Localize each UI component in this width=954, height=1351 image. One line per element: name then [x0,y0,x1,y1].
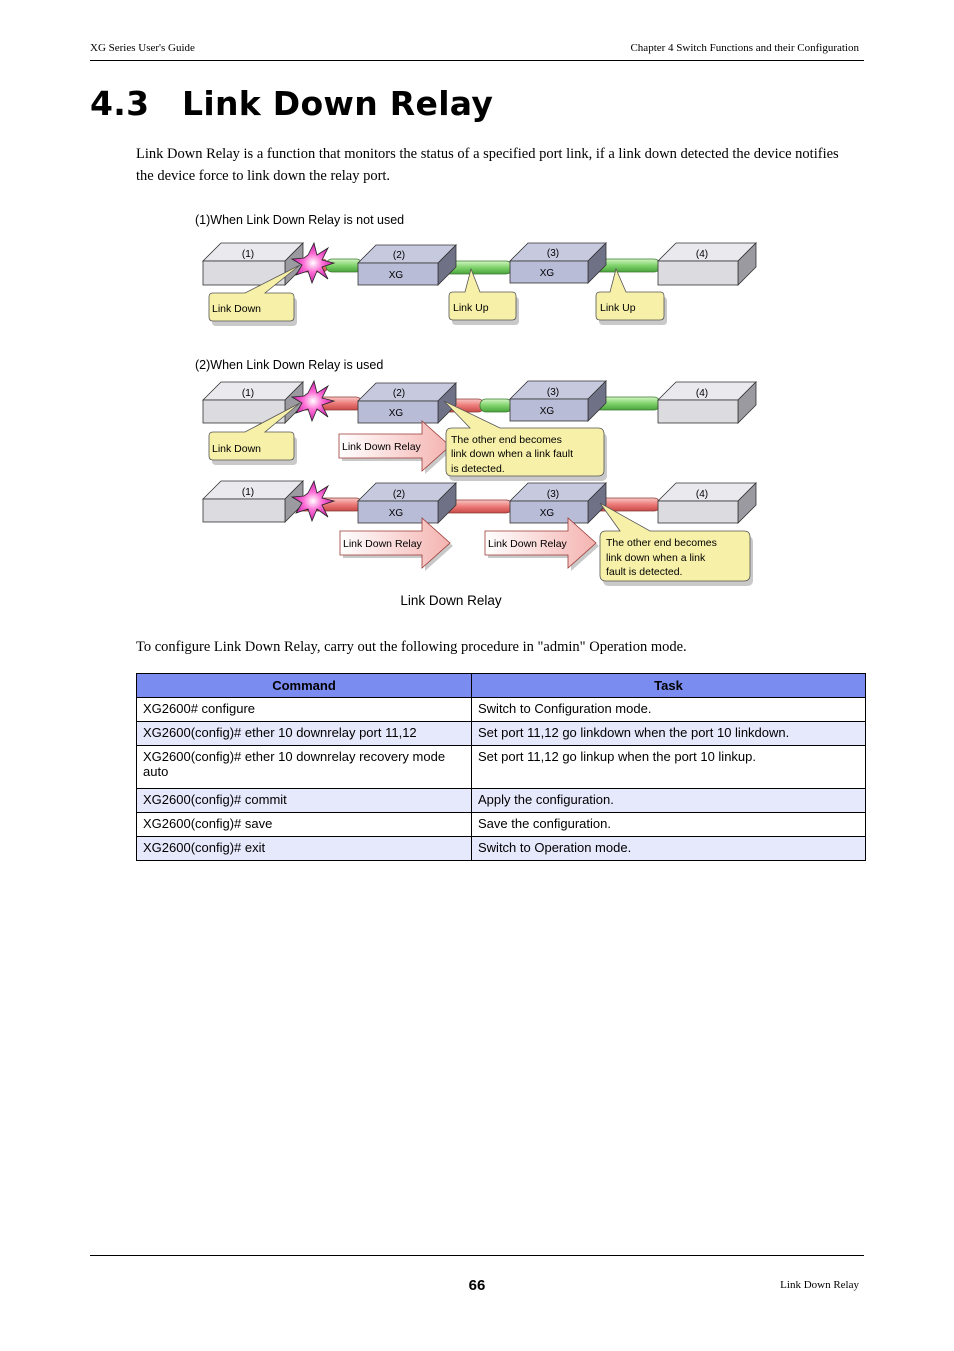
page-number: 66 [468,1277,486,1294]
s2-fault-burst-icon [290,379,336,423]
section-title-text: Link Down Relay [182,84,494,123]
svg-text:Link Down Relay: Link Down Relay [488,538,568,550]
s2-link-2-3-up [479,398,513,413]
svg-text:is detected.: is detected. [451,463,505,475]
figure-caption: Link Down Relay [400,593,502,608]
task-cell: Set port 11,12 go linkdown when the port… [471,721,866,746]
s1-device-1: (1) [202,242,304,286]
svg-text:XG: XG [389,508,404,519]
column-header-task: Task [471,673,866,698]
svg-text:(2): (2) [393,250,405,261]
svg-text:Link Up: Link Up [453,302,489,314]
s1-callout-link-up-a: Link Up [448,267,519,325]
s1-device-4: (4) [657,242,757,286]
svg-text:XG: XG [540,406,555,417]
svg-text:The other end becomes: The other end becomes [606,537,717,549]
s3-callout-other-end: The other end becomes link down when a l… [599,502,753,586]
s1-xg-switch-3: (3) XG [509,242,607,284]
scenario1-label: (1)When Link Down Relay is not used [195,213,404,227]
link-down-relay-figure: (1)When Link Down Relay is not used (1) … [180,205,780,615]
svg-text:(2): (2) [393,489,405,500]
svg-text:fault is detected.: fault is detected. [606,566,682,578]
section-title: 4.3 Link Down Relay [90,84,493,123]
s2-device-1: (1) [202,381,304,424]
s2-callout-other-end: The other end becomes link down when a l… [443,400,607,481]
table-row: XG2600(config)# ether 10 downrelay port … [136,721,866,746]
intro-paragraph: Link Down Relay is a function that monit… [136,146,839,184]
s2-device-4: (4) [657,381,757,424]
running-footer-right: Link Down Relay [780,1279,859,1291]
table-row: XG2600# configure Switch to Configuratio… [136,697,866,722]
s1-fault-burst-icon [290,241,336,285]
s1-xg-switch-2: (2) XG [357,244,457,286]
svg-text:(4): (4) [696,249,708,260]
table-row: XG2600(config)# ether 10 downrelay recov… [136,745,866,789]
svg-text:Link Down: Link Down [212,303,261,315]
s2-callout-link-down: Link Down [208,402,301,465]
command-cell: XG2600(config)# commit [136,788,472,813]
task-cell: Apply the configuration. [471,788,866,813]
s1-callout-link-up-b: Link Up [595,267,667,325]
svg-text:XG: XG [540,268,555,279]
procedure-paragraph: To configure Link Down Relay, carry out … [136,639,687,655]
svg-text:(3): (3) [547,248,559,259]
s2-relay-arrow: Link Down Relay [338,420,453,474]
table-header-row: Command Task [136,673,866,698]
footer-rule [90,1255,864,1256]
svg-text:Link Up: Link Up [600,302,636,314]
command-cell: XG2600(config)# save [136,812,472,837]
running-header-right: Chapter 4 Switch Functions and their Con… [630,42,859,54]
svg-text:(4): (4) [696,388,708,399]
svg-text:XG: XG [389,270,404,281]
s3-device-1: (1) [202,480,304,523]
svg-text:XG: XG [389,408,404,419]
command-cell: XG2600(config)# ether 10 downrelay recov… [136,745,472,789]
s3-xg-switch-3: (3) XG [509,482,607,524]
command-cell: XG2600(config)# exit [136,836,472,861]
s3-relay-arrow-2: Link Down Relay [484,517,599,571]
s3-relay-arrow-1: Link Down Relay [339,517,453,571]
svg-text:Link Down: Link Down [212,443,261,455]
svg-text:(4): (4) [696,489,708,500]
task-cell: Save the configuration. [471,812,866,837]
svg-text:(3): (3) [547,387,559,398]
running-header-left: XG Series User's Guide [90,42,195,54]
svg-text:(1): (1) [242,388,254,399]
svg-text:link down when a link: link down when a link [606,552,706,564]
s3-xg-switch-2: (2) XG [357,482,457,524]
s3-fault-burst-icon [290,479,336,523]
s1-callout-link-down: Link Down [208,264,301,326]
table-row: XG2600(config)# save Save the configurat… [136,812,866,837]
s2-xg-switch-2: (2) XG [357,382,457,424]
s1-link-1-2-up [325,258,363,273]
svg-text:link down when a link fault: link down when a link fault [451,448,573,460]
task-cell: Switch to Configuration mode. [471,697,866,722]
task-cell: Switch to Operation mode. [471,836,866,861]
svg-text:XG: XG [540,508,555,519]
section-number: 4.3 [90,84,150,123]
command-cell: XG2600# configure [136,697,472,722]
svg-text:(1): (1) [242,249,254,260]
svg-text:The other end becomes: The other end becomes [451,434,562,446]
s3-device-4: (4) [657,482,757,524]
table-row: XG2600(config)# commit Apply the configu… [136,788,866,813]
svg-text:Link Down Relay: Link Down Relay [342,441,422,453]
svg-text:Link Down Relay: Link Down Relay [343,538,423,550]
header-rule [90,60,864,61]
scenario2-label: (2)When Link Down Relay is used [195,358,383,372]
command-table: Command Task XG2600# configure Switch to… [136,673,866,861]
svg-text:(2): (2) [393,388,405,399]
svg-text:(1): (1) [242,487,254,498]
svg-text:(3): (3) [547,489,559,500]
task-cell: Set port 11,12 go linkup when the port 1… [471,745,866,789]
command-cell: XG2600(config)# ether 10 downrelay port … [136,721,472,746]
column-header-command: Command [136,673,472,698]
s2-xg-switch-3: (3) XG [509,380,607,422]
table-row: XG2600(config)# exit Switch to Operation… [136,836,866,861]
